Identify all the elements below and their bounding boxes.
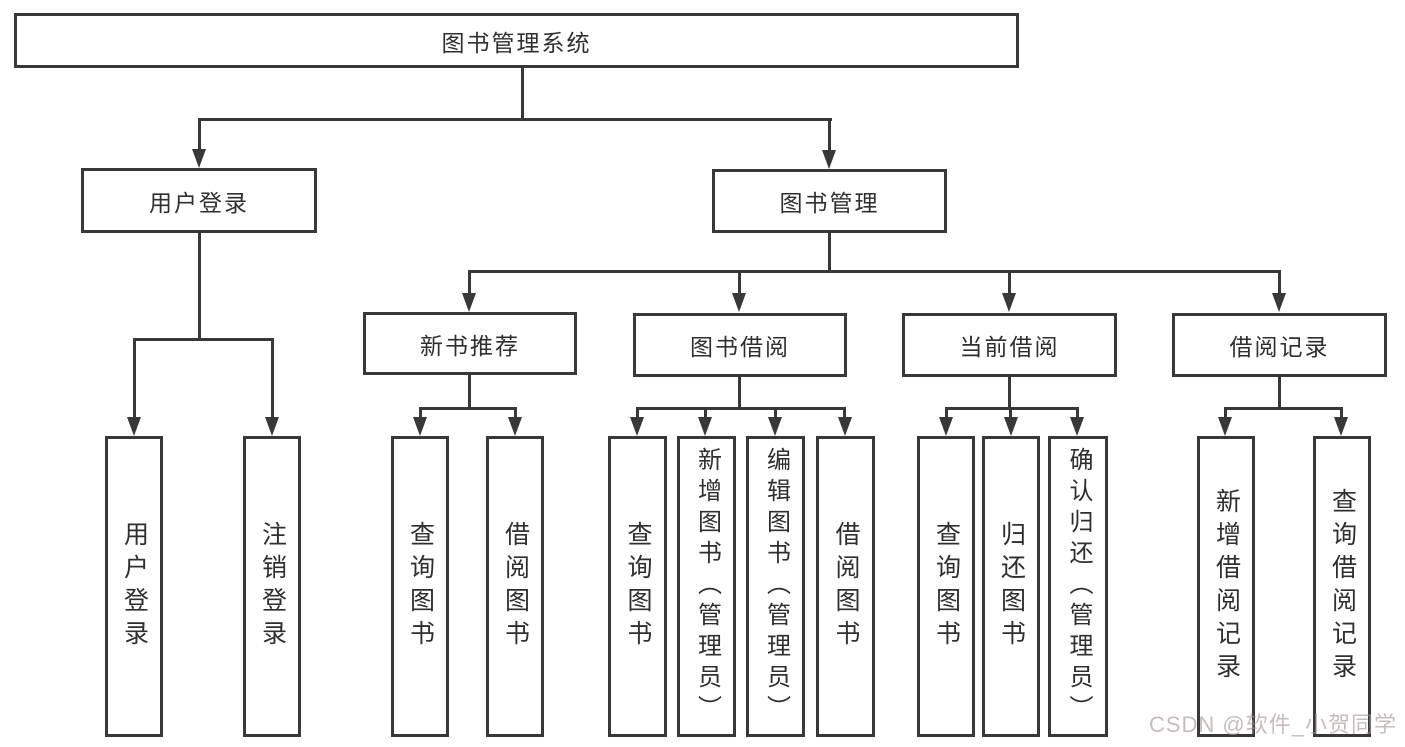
leaf-query-borrow-record: 查询借阅记录	[1313, 436, 1371, 737]
leaf-label: 借阅图书	[501, 520, 530, 653]
connector-line	[1076, 407, 1079, 419]
arrow-down-icon	[508, 417, 522, 436]
arrow-down-icon	[1070, 417, 1084, 436]
arrow-down-icon	[462, 293, 476, 312]
arrow-down-icon	[1334, 417, 1348, 436]
connector-line	[468, 270, 1281, 273]
csdn-watermark: CSDN @软件_小贺同学	[1148, 712, 1397, 737]
connector-line	[468, 375, 471, 409]
node-new-book-recommend: 新书推荐	[363, 312, 577, 375]
connector-line	[521, 68, 524, 120]
connector-line	[198, 233, 201, 340]
arrow-down-icon	[838, 417, 852, 436]
leaf-query-books-3: 查询图书	[917, 436, 975, 737]
leaf-label: 新增图书（管理员）	[693, 447, 721, 726]
arrow-down-icon	[265, 417, 279, 436]
leaf-edit-books-admin: 编辑图书（管理员）	[746, 436, 805, 737]
leaf-add-books-admin: 新增图书（管理员）	[677, 436, 736, 737]
connector-line	[198, 118, 832, 121]
connector-line	[419, 407, 517, 410]
leaf-user-login: 用户登录	[105, 436, 163, 737]
connector-line	[945, 407, 1079, 410]
connector-line	[774, 407, 777, 419]
leaf-query-books-1: 查询图书	[391, 436, 449, 737]
connector-line	[1278, 377, 1281, 409]
leaf-label: 查询图书	[624, 520, 652, 653]
leaf-label: 查询图书	[932, 520, 961, 653]
connector-line	[133, 338, 136, 418]
leaf-return-books: 归还图书	[982, 436, 1040, 737]
leaf-query-books-2: 查询图书	[608, 436, 667, 737]
arrow-down-icon	[127, 417, 141, 436]
arrow-down-icon	[732, 293, 746, 312]
leaf-confirm-return-admin: 确认归还（管理员）	[1048, 436, 1108, 737]
leaf-add-borrow-record: 新增借阅记录	[1197, 436, 1255, 737]
connector-line	[1224, 407, 1227, 419]
connector-line	[704, 407, 707, 419]
connector-line	[1278, 270, 1281, 296]
connector-line	[198, 118, 201, 151]
connector-line	[1008, 270, 1011, 296]
connector-line	[419, 407, 422, 419]
leaf-logout: 注销登录	[243, 436, 301, 737]
node-book-borrow: 图书借阅	[633, 313, 847, 377]
leaf-label: 查询图书	[406, 520, 435, 653]
leaf-label: 新增借阅记录	[1212, 487, 1241, 686]
connector-line	[1008, 377, 1011, 409]
connector-line	[468, 270, 471, 296]
connector-line	[514, 407, 517, 419]
arrow-down-icon	[1002, 293, 1016, 312]
node-user-login-branch: 用户登录	[81, 168, 317, 233]
node-current-borrow: 当前借阅	[902, 313, 1117, 377]
leaf-borrow-books-2: 借阅图书	[816, 436, 875, 737]
connector-line	[133, 338, 274, 341]
connector-line	[1224, 407, 1343, 410]
arrow-down-icon	[1004, 417, 1018, 436]
leaf-label: 归还图书	[997, 520, 1026, 653]
arrow-down-icon	[768, 417, 782, 436]
arrow-down-icon	[413, 417, 427, 436]
connector-line	[636, 407, 846, 410]
leaf-label: 查询借阅记录	[1328, 487, 1357, 686]
leaf-label: 借阅图书	[832, 520, 860, 653]
connector-line	[738, 377, 741, 409]
arrow-down-icon	[1272, 293, 1286, 312]
arrow-down-icon	[698, 417, 712, 436]
connector-line	[843, 407, 846, 419]
connector-line	[738, 270, 741, 296]
leaf-label: 注销登录	[258, 520, 287, 653]
arrow-down-icon	[630, 417, 644, 436]
leaf-label: 编辑图书（管理员）	[762, 447, 790, 726]
connector-line	[1009, 407, 1012, 419]
connector-line	[828, 118, 831, 151]
leaf-label: 用户登录	[120, 520, 149, 653]
connector-line	[945, 407, 948, 419]
leaf-label: 确认归还（管理员）	[1065, 447, 1092, 726]
leaf-borrow-books-1: 借阅图书	[486, 436, 544, 737]
node-borrow-records: 借阅记录	[1172, 313, 1387, 377]
arrow-down-icon	[822, 150, 836, 169]
connector-line	[271, 338, 274, 418]
arrow-down-icon	[192, 149, 206, 168]
connector-line	[636, 407, 639, 419]
arrow-down-icon	[939, 417, 953, 436]
arrow-down-icon	[1218, 417, 1232, 436]
node-book-management-branch: 图书管理	[712, 169, 947, 233]
node-root: 图书管理系统	[14, 13, 1019, 68]
connector-line	[1340, 407, 1343, 419]
connector-line	[828, 233, 831, 272]
